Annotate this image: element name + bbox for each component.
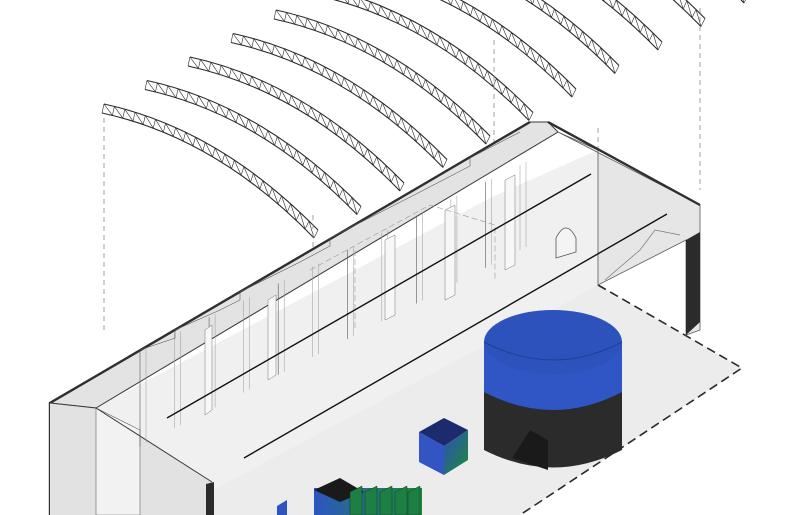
roof-truss [144,79,362,215]
cylinder-rim [483,341,623,361]
cylinder-opening [512,430,548,470]
near-wall-dark-edge [206,482,214,515]
wall-window-panel [384,234,396,321]
ghost-frame [309,204,496,280]
roof-truss [672,0,706,27]
roof-truss [601,0,663,51]
roof-truss [333,0,534,121]
partition-fins [349,485,421,515]
partition-fin [349,485,363,515]
gradient-cube [419,418,468,475]
roof-truss [230,32,448,168]
cylinder-top [484,310,622,374]
gradient-partition [277,478,422,515]
cube-top-face [419,418,468,446]
wall-window-panel [504,174,516,271]
long-wall-details [139,131,527,446]
near-wall-inner [95,407,141,515]
wall-window-panel [267,294,277,381]
roof-truss [525,0,620,74]
cube-left-face [419,432,444,475]
partition-fin [407,485,421,515]
overhead-beams [166,173,668,459]
partition-fin [364,485,378,515]
building-shell [48,120,744,515]
near-wall-top-edge [49,402,213,483]
wall-window-panel [444,204,456,301]
end-wall-stair [604,229,681,281]
roof-truss [187,56,405,192]
cylinder-pavilion [483,310,623,470]
partition-fin [379,485,393,515]
floor-open-edge [519,284,744,515]
end-wall-dark-side [686,232,700,335]
partition-fin [394,485,408,515]
wall-cornice [139,131,521,351]
roof-truss [439,0,577,98]
roof-truss [740,0,746,4]
end-wall-outer-edge [547,120,701,207]
arched-doorway [555,227,577,259]
roof-truss [273,9,491,145]
roof-trusses [101,0,746,239]
roof-truss [101,103,319,239]
small-marker [277,500,287,515]
wall-window-panel [204,324,213,416]
cube-right-face [444,430,468,475]
